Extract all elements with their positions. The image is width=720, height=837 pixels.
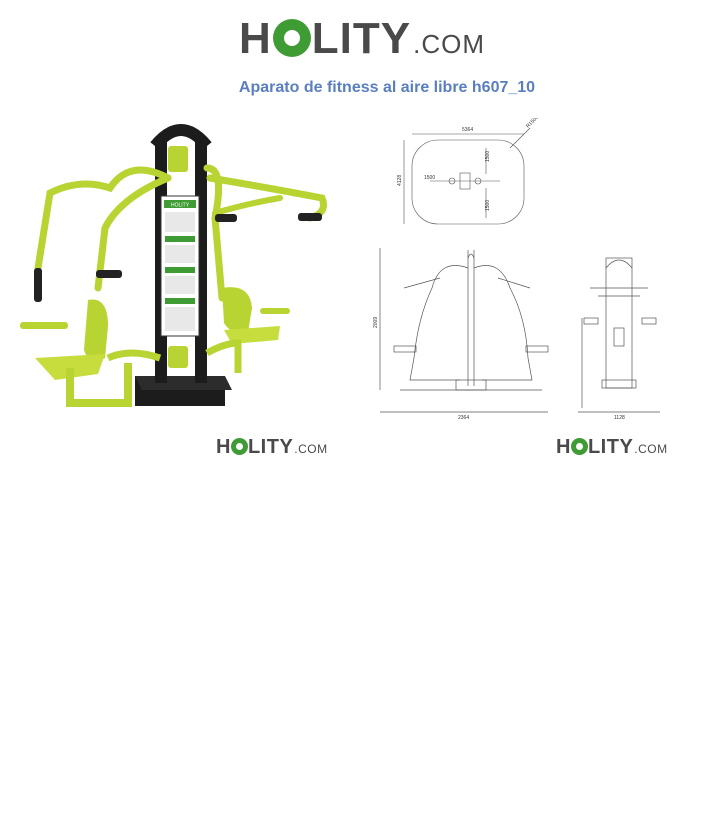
product-photo[interactable]: HOLITY: [10, 118, 345, 423]
holity-logo[interactable]: H LITY.COM: [239, 14, 485, 64]
dim-side-width: 1128: [614, 415, 625, 421]
top-view: [403, 127, 531, 225]
dim-area-width: 5364: [462, 127, 473, 133]
left-backrest: [84, 299, 108, 362]
right-backrest: [222, 287, 252, 333]
logo-letter-h: H: [239, 14, 272, 63]
dim-clear-bottom: 1500: [485, 200, 491, 211]
dim-area-depth: 4128: [397, 175, 403, 186]
side-view: [578, 257, 660, 413]
panel-label: HOLITY: [171, 203, 190, 209]
logo-domain: .COM: [413, 29, 485, 59]
left-arm: [34, 166, 172, 272]
logo-o-badge-icon: [230, 438, 248, 455]
front-view: [379, 248, 549, 413]
logo-o-badge-icon: [272, 19, 311, 57]
logo-o-badge-icon: [570, 438, 588, 455]
dim-radius: R1500: [525, 118, 540, 129]
logo-letters: LITY: [311, 14, 412, 63]
dim-clear-left: 1500: [424, 175, 435, 181]
dim-clear-top: 1500: [485, 151, 491, 162]
dim-front-width: 2364: [458, 415, 469, 421]
right-arm: [203, 164, 226, 302]
dim-height: 2009: [373, 317, 379, 328]
technical-drawing[interactable]: 5364 R1500 4128 1500 1500 1500 2009 2364…: [370, 118, 670, 423]
left-seat: [35, 354, 105, 380]
product-title: Aparato de fitness al aire libre h607_10: [238, 79, 536, 96]
